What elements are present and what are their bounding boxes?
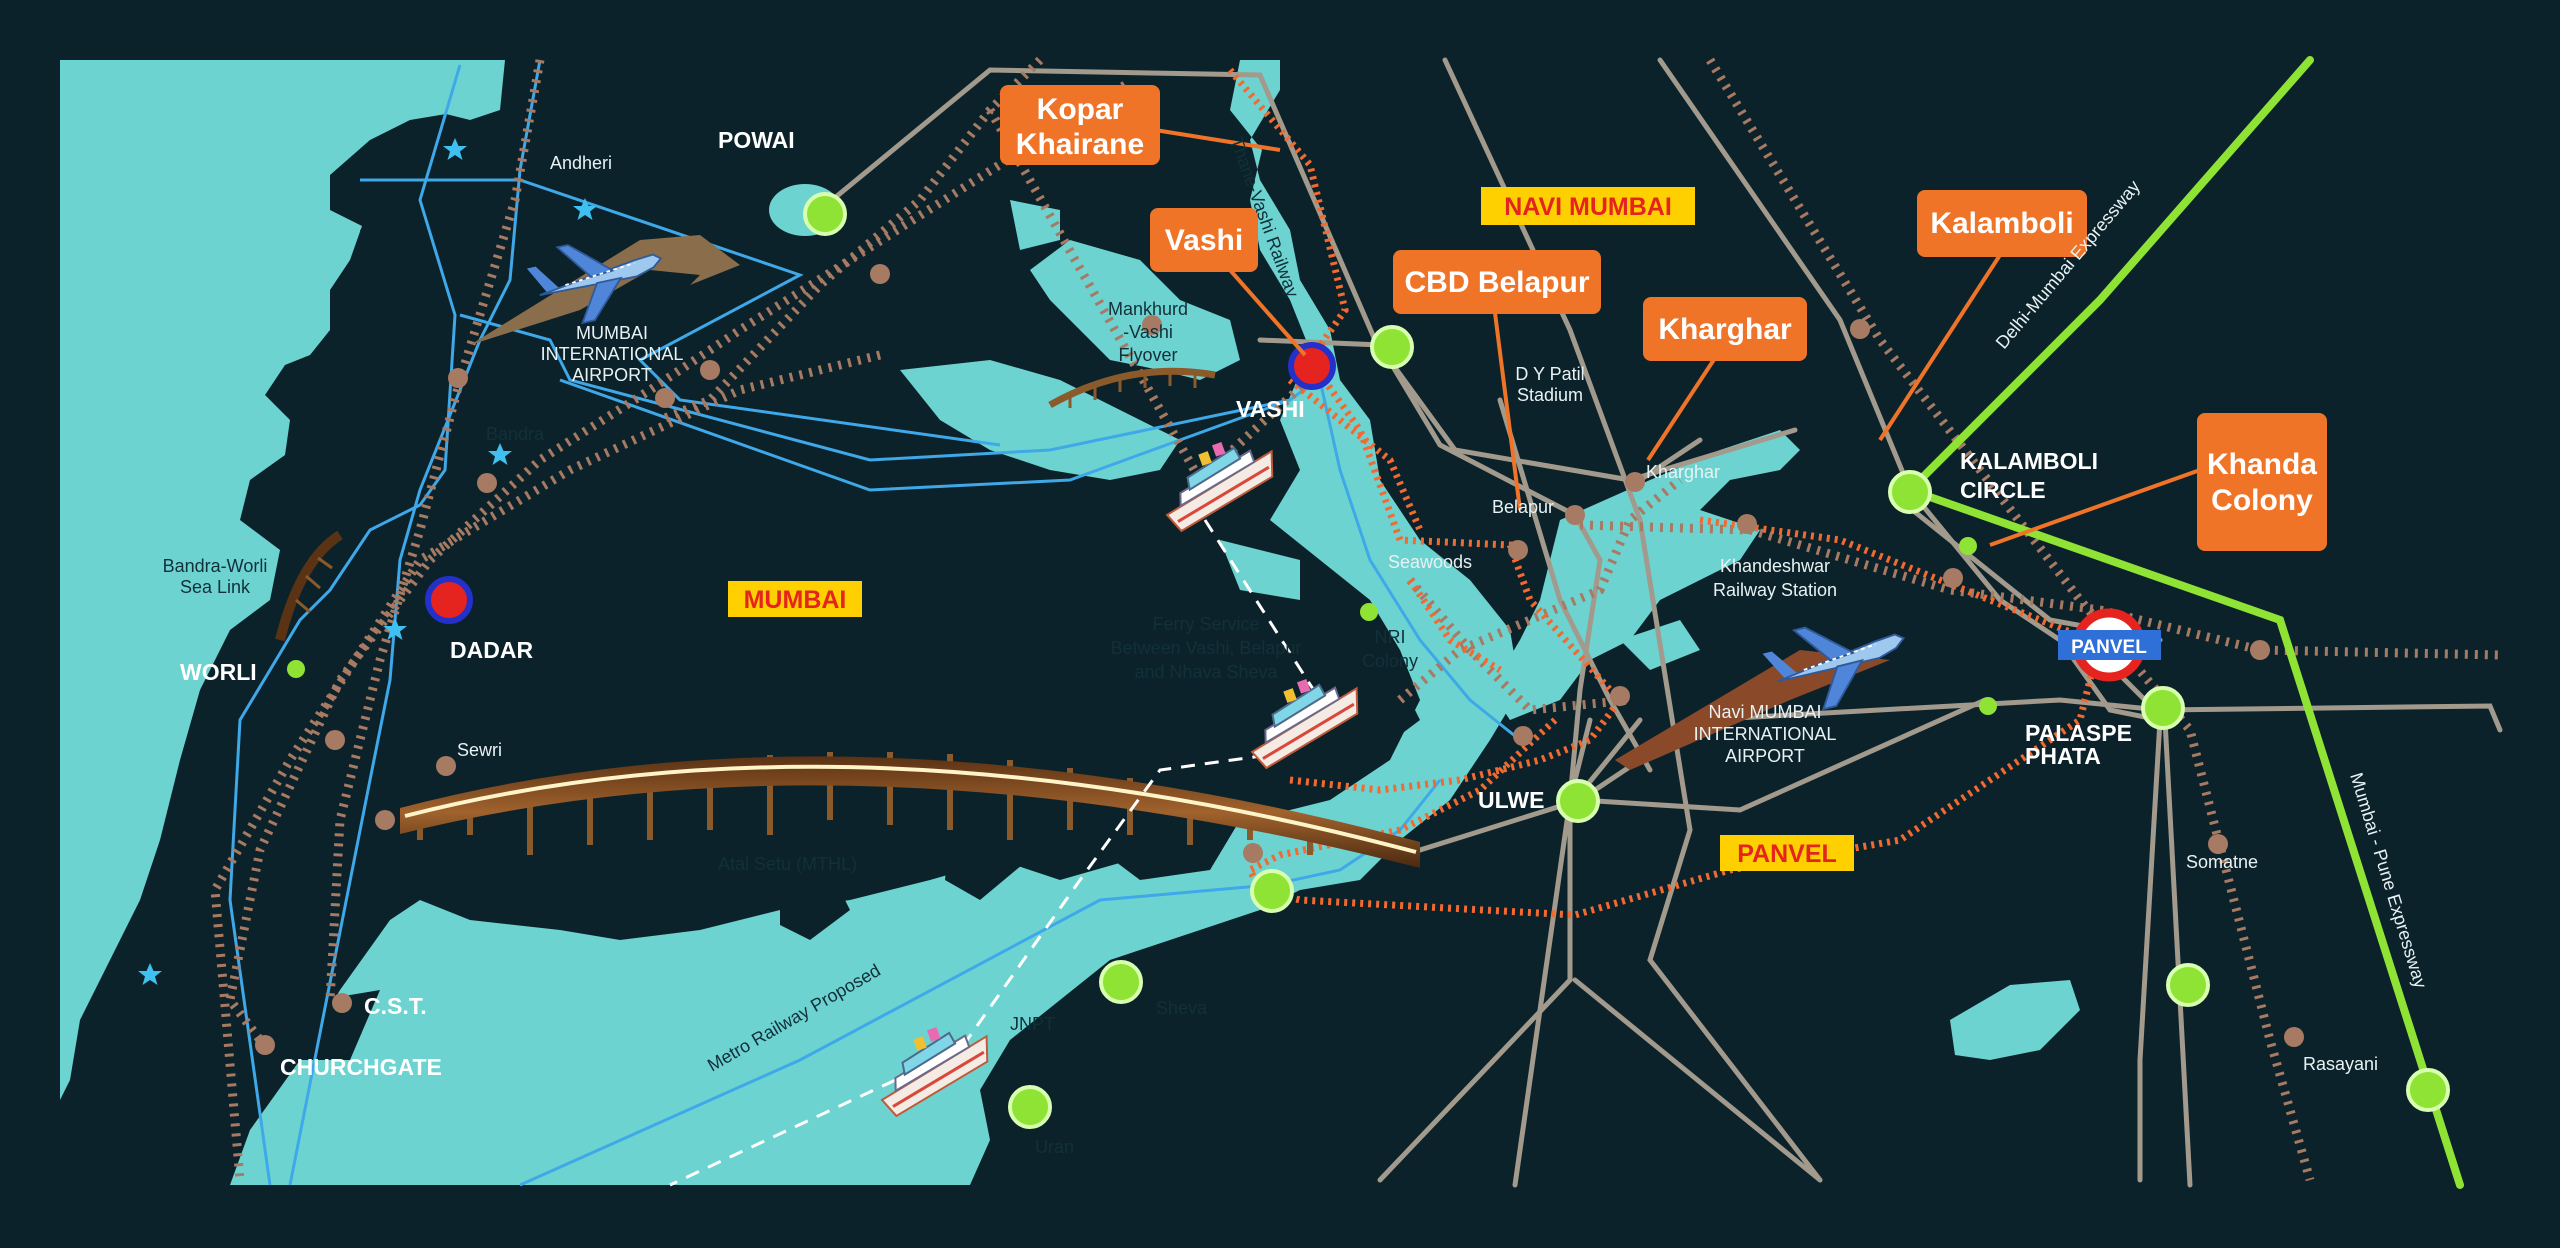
svg-text:AIRPORT: AIRPORT — [1725, 746, 1805, 766]
label-bandra: Bandra — [486, 424, 545, 444]
svg-text:and Nhava Sheva: and Nhava Sheva — [1134, 662, 1278, 682]
svg-text:Kalamboli: Kalamboli — [1930, 207, 2073, 240]
svg-text:PANVEL: PANVEL — [1737, 840, 1837, 868]
expressways — [1906, 56, 2464, 1189]
label-belapur: Belapur — [1492, 497, 1554, 517]
label-sheva: Sheva — [1156, 998, 1208, 1018]
svg-text:INTERNATIONAL: INTERNATIONAL — [1694, 724, 1837, 744]
label-atal-setu: Atal Setu (MTHL) — [718, 854, 857, 874]
label-sewri: Sewri — [457, 740, 502, 760]
railway-station-icon — [425, 342, 1336, 624]
svg-text:Khanda: Khanda — [2207, 448, 2317, 481]
label-ulwe: ULWE — [1478, 787, 1544, 813]
sealink-bridge — [275, 530, 343, 642]
label-airport: MUMBAI — [576, 323, 648, 343]
svg-text:Colony: Colony — [1362, 651, 1418, 671]
svg-text:Vashi: Vashi — [1165, 224, 1243, 257]
label-rasayani: Rasayani — [2303, 1054, 2378, 1074]
svg-text:Khairane: Khairane — [1016, 128, 1144, 161]
svg-text:Kopar: Kopar — [1037, 93, 1124, 126]
label-dy-patil: D Y Patil — [1515, 364, 1584, 384]
label-andheri: Andheri — [550, 153, 612, 173]
label-ferry: Ferry Service — [1152, 614, 1259, 634]
arabian-sea — [60, 60, 490, 1100]
region-tag-mumbai: MUMBAI — [728, 581, 862, 617]
svg-text:Sea Link: Sea Link — [180, 577, 251, 597]
label-powai: POWAI — [718, 127, 795, 153]
svg-text:AIRPORT: AIRPORT — [572, 365, 652, 385]
flyover-bridge — [1048, 367, 1216, 409]
callout-kopar-khairane[interactable]: Kopar Khairane — [1000, 85, 1281, 165]
thane-creek — [230, 60, 1520, 1185]
svg-text:Flyover: Flyover — [1118, 345, 1177, 365]
svg-text:Between Vashi, Belapur: Between Vashi, Belapur — [1111, 638, 1302, 658]
label-seawoods: Seawoods — [1388, 552, 1472, 572]
label-jnpt: JNPT — [1010, 1014, 1055, 1034]
label-palaspe: PALASPE — [2025, 720, 2132, 746]
label-dadar: DADAR — [450, 637, 533, 663]
panvel-station-icon — [2058, 608, 2161, 682]
callout-kalamboli[interactable]: Kalamboli — [1878, 190, 2087, 442]
green-stations — [287, 192, 2450, 1129]
label-nri: NRI — [1375, 627, 1406, 647]
svg-text:MUMBAI: MUMBAI — [744, 586, 847, 614]
svg-text:PHATA: PHATA — [2025, 743, 2101, 769]
svg-text:NAVI MUMBAI: NAVI MUMBAI — [1504, 193, 1672, 221]
svg-text:CBD Belapur: CBD Belapur — [1404, 266, 1589, 299]
land-islands — [90, 200, 1420, 1100]
label-vashi: VASHI — [1236, 396, 1305, 422]
panvel-station-label: PANVEL — [2071, 637, 2147, 658]
label-churchgate: CHURCHGATE — [280, 1054, 442, 1080]
svg-text:INTERNATIONAL: INTERNATIONAL — [541, 344, 684, 364]
region-tag-panvel: PANVEL — [1720, 835, 1854, 871]
label-worli: WORLI — [180, 659, 257, 685]
svg-text:Kharghar: Kharghar — [1658, 313, 1792, 346]
svg-text:CIRCLE: CIRCLE — [1960, 477, 2046, 503]
region-tag-navi-mumbai: NAVI MUMBAI — [1481, 187, 1695, 225]
label-navi-airport: Navi MUMBAI — [1708, 702, 1821, 722]
label-mankhurd: Mankhurd — [1108, 299, 1188, 319]
railway-station-dots — [255, 264, 2304, 1055]
label-kharghar: Kharghar — [1646, 462, 1720, 482]
svg-text:Railway Station: Railway Station — [1713, 580, 1837, 600]
callout-vashi[interactable]: Vashi — [1150, 208, 1307, 357]
callout-kharghar[interactable]: Kharghar — [1643, 297, 1807, 462]
callout-khanda-colony[interactable]: Khanda Colony — [1989, 413, 2327, 551]
atal-setu-bridge — [400, 752, 1420, 868]
label-somatne: Somatne — [2186, 852, 2258, 872]
panvel-creek — [1490, 430, 1800, 720]
svg-text:Colony: Colony — [2211, 484, 2313, 517]
label-kalamboli-circle: KALAMBOLI — [1960, 448, 2098, 474]
svg-text:-Vashi: -Vashi — [1123, 322, 1173, 342]
railways — [210, 56, 2501, 1182]
svg-text:Stadium: Stadium — [1517, 385, 1583, 405]
label-khandeshwar: Khandeshwar — [1720, 556, 1830, 576]
callout-cbd-belapur[interactable]: CBD Belapur — [1393, 250, 1601, 511]
label-uran: Uran — [1035, 1137, 1074, 1157]
label-sealink: Bandra-Worli — [163, 556, 268, 576]
label-cst: C.S.T. — [364, 993, 427, 1019]
